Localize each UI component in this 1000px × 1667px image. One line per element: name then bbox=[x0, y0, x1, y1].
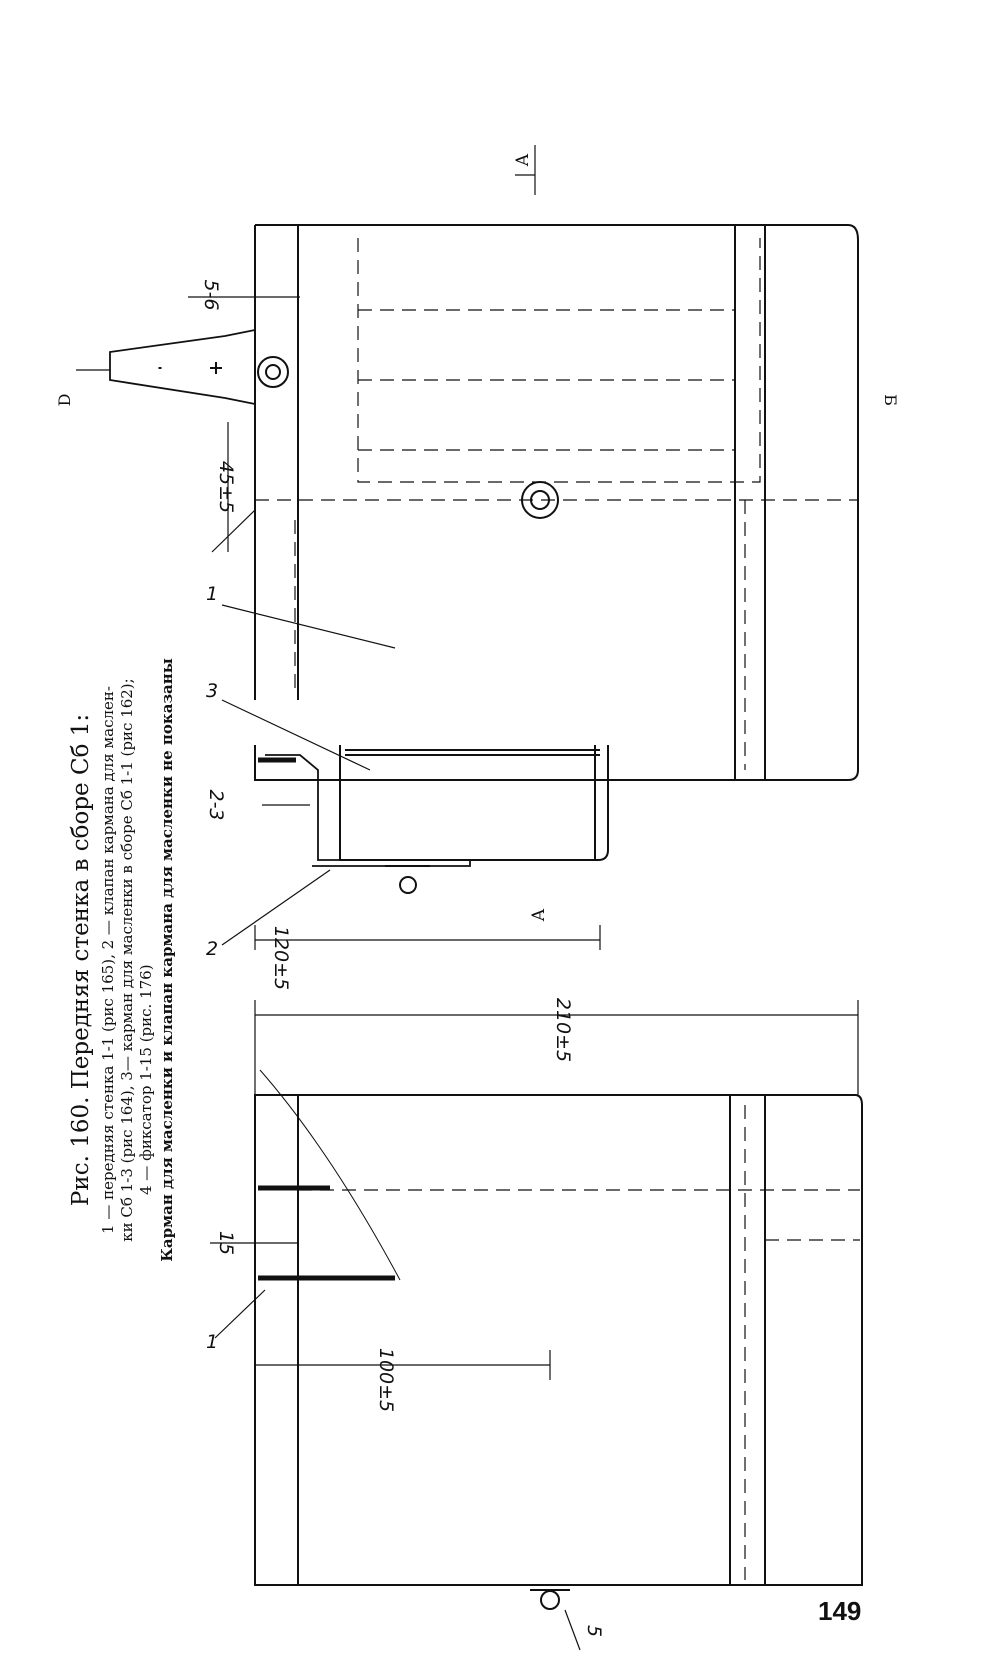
dimension-2-3: 2-3 bbox=[205, 789, 227, 820]
dimension-5-6: 5-6 bbox=[200, 279, 222, 310]
section-mark-a-mid: А bbox=[529, 908, 549, 921]
dimension-15: 15 bbox=[215, 1231, 237, 1255]
part-label-1-bottom: 1 bbox=[206, 1331, 218, 1353]
dimension-100: 100±5 bbox=[375, 1348, 397, 1412]
caption-title: Рис. 160. Передняя стенка в сборе Сб 1: bbox=[68, 714, 94, 1206]
section-mark-b: Б bbox=[881, 394, 900, 406]
part-label-5: 5 bbox=[583, 1625, 605, 1637]
page-number: 149 bbox=[818, 1596, 861, 1626]
figure-caption: Рис. 160. Передняя стенка в сборе Сб 1: … bbox=[68, 658, 176, 1262]
dimension-lines-top bbox=[76, 145, 859, 950]
caption-line-3: 4 — фиксатор 1-15 (рис. 176) bbox=[137, 964, 155, 1195]
caption-line-2: ки Сб 1-3 (рис 164), 3— карман для масле… bbox=[118, 678, 136, 1241]
hidden-lines-bottom bbox=[298, 1105, 860, 1580]
dimension-120: 120±5 bbox=[270, 926, 292, 990]
caption-line-1: 1 — передняя стенка 1-1 (рис 165), 2 — к… bbox=[99, 686, 117, 1234]
pocket-assembly bbox=[258, 745, 609, 894]
dimension-lines-bottom bbox=[210, 1000, 859, 1651]
caption-line-4: Карман для масленки и клапан кармана для… bbox=[158, 658, 176, 1262]
part-label-1-top: 1 bbox=[206, 583, 218, 605]
front-wall-side-view bbox=[254, 1094, 863, 1610]
front-wall-top-view bbox=[109, 224, 859, 781]
section-mark-a-top: А bbox=[513, 153, 533, 166]
part-label-2: 2 bbox=[206, 938, 218, 960]
section-mark-d: D bbox=[55, 394, 74, 407]
dimension-45: 45±5 bbox=[215, 461, 237, 513]
part-label-3: 3 bbox=[206, 680, 218, 702]
dimension-210: 210±5 bbox=[552, 998, 574, 1062]
hidden-lines-top bbox=[255, 238, 858, 770]
